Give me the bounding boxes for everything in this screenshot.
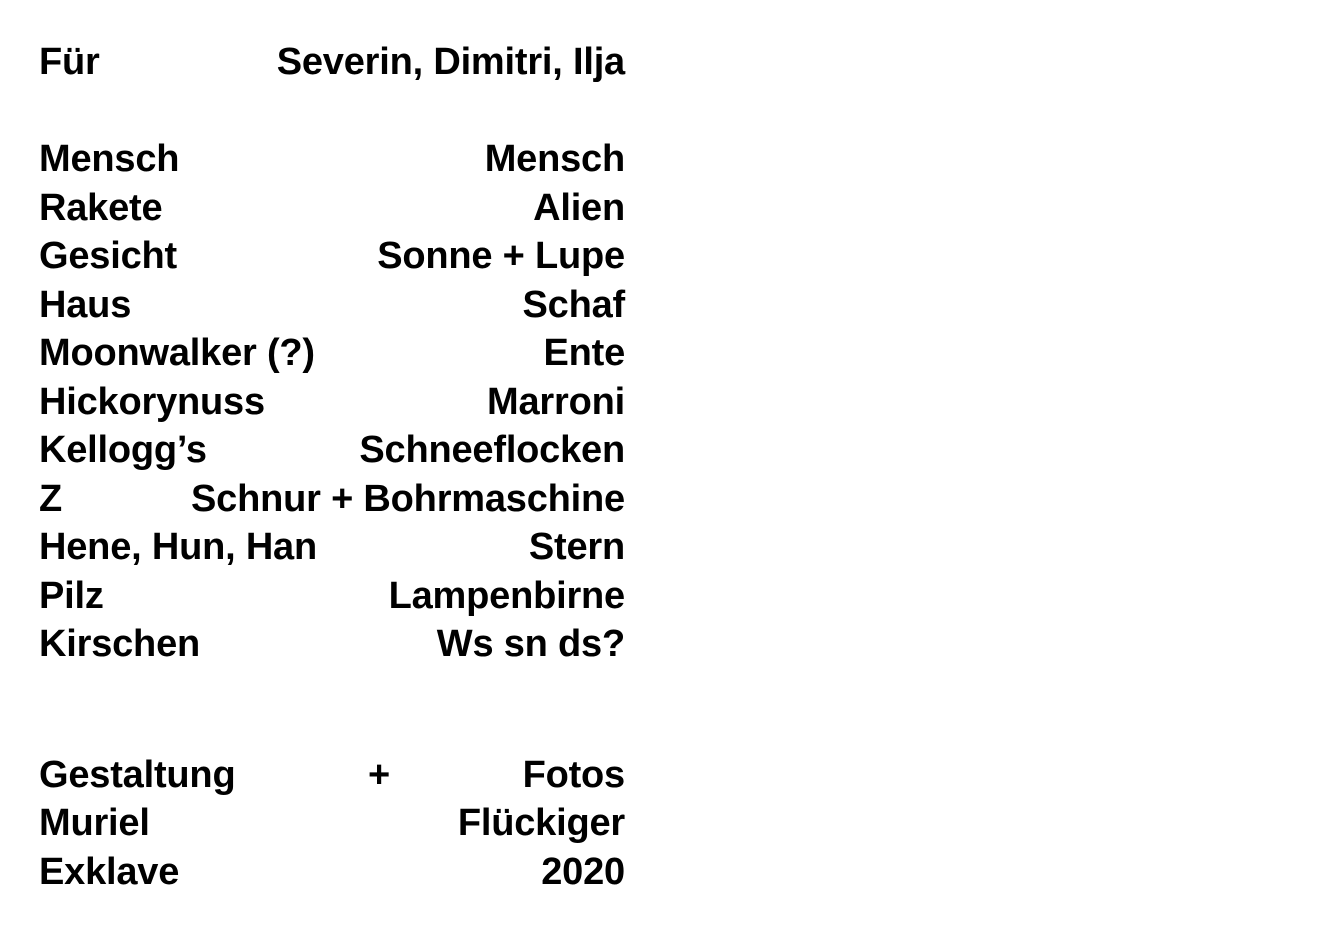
pair-left: Kellogg’s: [39, 429, 207, 471]
pair-right: Schnur + Bohrmaschine: [191, 477, 625, 520]
pair-row: Mensch Mensch: [39, 135, 625, 184]
pair-left: Mensch: [39, 138, 180, 180]
credits-year: 2020: [541, 850, 625, 893]
pair-left: Haus: [39, 283, 132, 326]
pair-row: Kirschen Ws sn ds?: [39, 620, 625, 669]
pair-row: Kellogg’s Schneeflocken: [39, 426, 625, 475]
credits-row: Exklave 2020: [39, 848, 625, 897]
pair-row: Haus Schaf: [39, 281, 625, 330]
credits-design-label: Gestaltung: [39, 753, 236, 796]
pair-left: Moonwalker (?): [39, 332, 315, 374]
pair-right: Ws sn ds?: [436, 623, 625, 665]
pair-right: Stern: [528, 526, 625, 568]
pair-right: Schaf: [522, 283, 626, 326]
pair-right: Alien: [533, 186, 625, 229]
pair-row: Hene, Hun, Han Stern: [39, 523, 625, 572]
dedication-label: Für: [39, 41, 100, 83]
dedication-names: Severin, Dimitri, Ilja: [276, 41, 625, 83]
pair-right: Mensch: [484, 138, 625, 180]
spacer: [39, 87, 625, 136]
pair-left: Kirschen: [39, 623, 201, 665]
credits-publisher: Exklave: [39, 850, 180, 893]
spacer: [39, 669, 625, 751]
pair-left: Pilz: [39, 574, 104, 617]
pair-left: Hickorynuss: [39, 380, 265, 423]
pair-row: Pilz Lampenbirne: [39, 572, 625, 621]
pairs-list: Mensch Mensch Rakete Alien Gesicht Sonne…: [39, 135, 625, 669]
pair-left: Rakete: [39, 186, 163, 229]
credits-last-name: Flückiger: [457, 802, 625, 844]
colophon-page: Für Severin, Dimitri, Ilja Mensch Mensch…: [39, 38, 625, 896]
pair-right: Marroni: [487, 380, 625, 423]
credits-first-name: Muriel: [39, 802, 150, 844]
credits-block: Gestaltung + Fotos Muriel Flückiger Exkl…: [39, 751, 625, 897]
pair-row: Hickorynuss Marroni: [39, 378, 625, 427]
credits-plus: +: [368, 753, 391, 796]
pair-row: Rakete Alien: [39, 184, 625, 233]
pair-left: Hene, Hun, Han: [39, 526, 318, 568]
credits-row: Muriel Flückiger: [39, 799, 625, 848]
pair-right: Ente: [543, 332, 625, 374]
pair-right: Schneeflocken: [359, 429, 625, 471]
credits-photos-label: Fotos: [522, 753, 626, 796]
pair-right: Sonne + Lupe: [377, 235, 625, 277]
pair-left: Gesicht: [39, 235, 177, 277]
pair-left: Z: [39, 477, 63, 520]
dedication-row: Für Severin, Dimitri, Ilja: [39, 38, 625, 87]
pair-row: Moonwalker (?) Ente: [39, 329, 625, 378]
credits-row: Gestaltung + Fotos: [39, 751, 625, 800]
pair-row: Gesicht Sonne + Lupe: [39, 232, 625, 281]
pair-right: Lampenbirne: [388, 574, 626, 617]
pair-row: Z Schnur + Bohrmaschine: [39, 475, 625, 524]
